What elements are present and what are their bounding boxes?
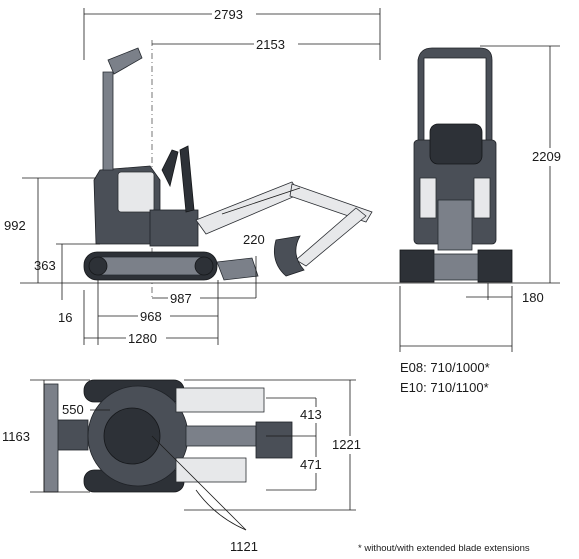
dim-blade-lift: 180 bbox=[522, 290, 544, 305]
front-panel-left bbox=[419, 177, 437, 219]
top-dimensions: 1163 550 1221 413 471 1121 bbox=[0, 379, 372, 554]
top-boom-upper bbox=[175, 387, 265, 413]
front-panel-right bbox=[473, 177, 491, 219]
front-boom bbox=[437, 199, 473, 251]
dim-transport-length: 2153 bbox=[256, 37, 285, 52]
dim-canopy-height: 2209 bbox=[532, 149, 561, 164]
dim-overall-width: 1221 bbox=[332, 437, 361, 452]
side-seat-base bbox=[149, 209, 199, 247]
top-swing-arc bbox=[195, 489, 247, 531]
side-idler bbox=[88, 256, 108, 276]
dim-blade-depth: 220 bbox=[243, 232, 265, 247]
top-arm bbox=[185, 425, 257, 447]
side-sprocket bbox=[194, 256, 214, 276]
dim-track-height: 363 bbox=[34, 258, 56, 273]
top-boom-lower bbox=[175, 457, 247, 483]
side-engine-cover bbox=[117, 171, 155, 213]
side-bucket bbox=[273, 235, 305, 277]
front-seat bbox=[429, 123, 483, 165]
dim-blade-width-e10: E10: 710/1100* bbox=[400, 380, 489, 395]
side-control-lever bbox=[161, 149, 179, 188]
front-blade bbox=[433, 253, 479, 281]
dim-track-length: 1280 bbox=[128, 331, 157, 346]
dim-tumbler-length: 968 bbox=[140, 309, 162, 324]
dim-offset-left: 413 bbox=[300, 407, 322, 422]
dim-tail-swing: 550 bbox=[62, 402, 84, 417]
dim-ground-clearance: 16 bbox=[58, 310, 72, 325]
footnote: * without/with extended blade extensions bbox=[358, 543, 530, 554]
dim-blade-reach: 987 bbox=[170, 291, 192, 306]
front-track-right bbox=[477, 249, 513, 283]
top-view bbox=[43, 379, 293, 531]
side-rops-top bbox=[107, 47, 143, 75]
side-arm-lower bbox=[295, 207, 367, 267]
top-seat bbox=[103, 407, 161, 465]
front-dimensions: 2209 180 E08: 710/1000* E10: 710/1100* bbox=[399, 45, 572, 395]
side-view bbox=[20, 40, 560, 300]
side-track-inner bbox=[91, 256, 211, 276]
top-blade bbox=[43, 383, 59, 493]
side-control-lever-2 bbox=[179, 145, 195, 213]
dim-overall-length: 2793 bbox=[214, 7, 243, 22]
side-blade bbox=[216, 257, 259, 281]
dim-offset-right: 471 bbox=[300, 457, 322, 472]
side-dimensions: 2793 2153 992 363 16 220 987 968 bbox=[2, 6, 381, 347]
side-boom bbox=[195, 181, 301, 235]
dim-track-gauge: 1163 bbox=[2, 429, 30, 444]
side-rops-post bbox=[102, 71, 114, 171]
top-bucket bbox=[255, 421, 293, 459]
front-view bbox=[399, 47, 513, 283]
dim-blade-width-e08: E08: 710/1000* bbox=[400, 360, 490, 375]
side-boom-cylinder bbox=[221, 187, 301, 215]
front-track-left bbox=[399, 249, 435, 283]
dim-height-upper: 992 bbox=[4, 218, 26, 233]
dim-swing-radius: 1121 bbox=[230, 539, 258, 554]
